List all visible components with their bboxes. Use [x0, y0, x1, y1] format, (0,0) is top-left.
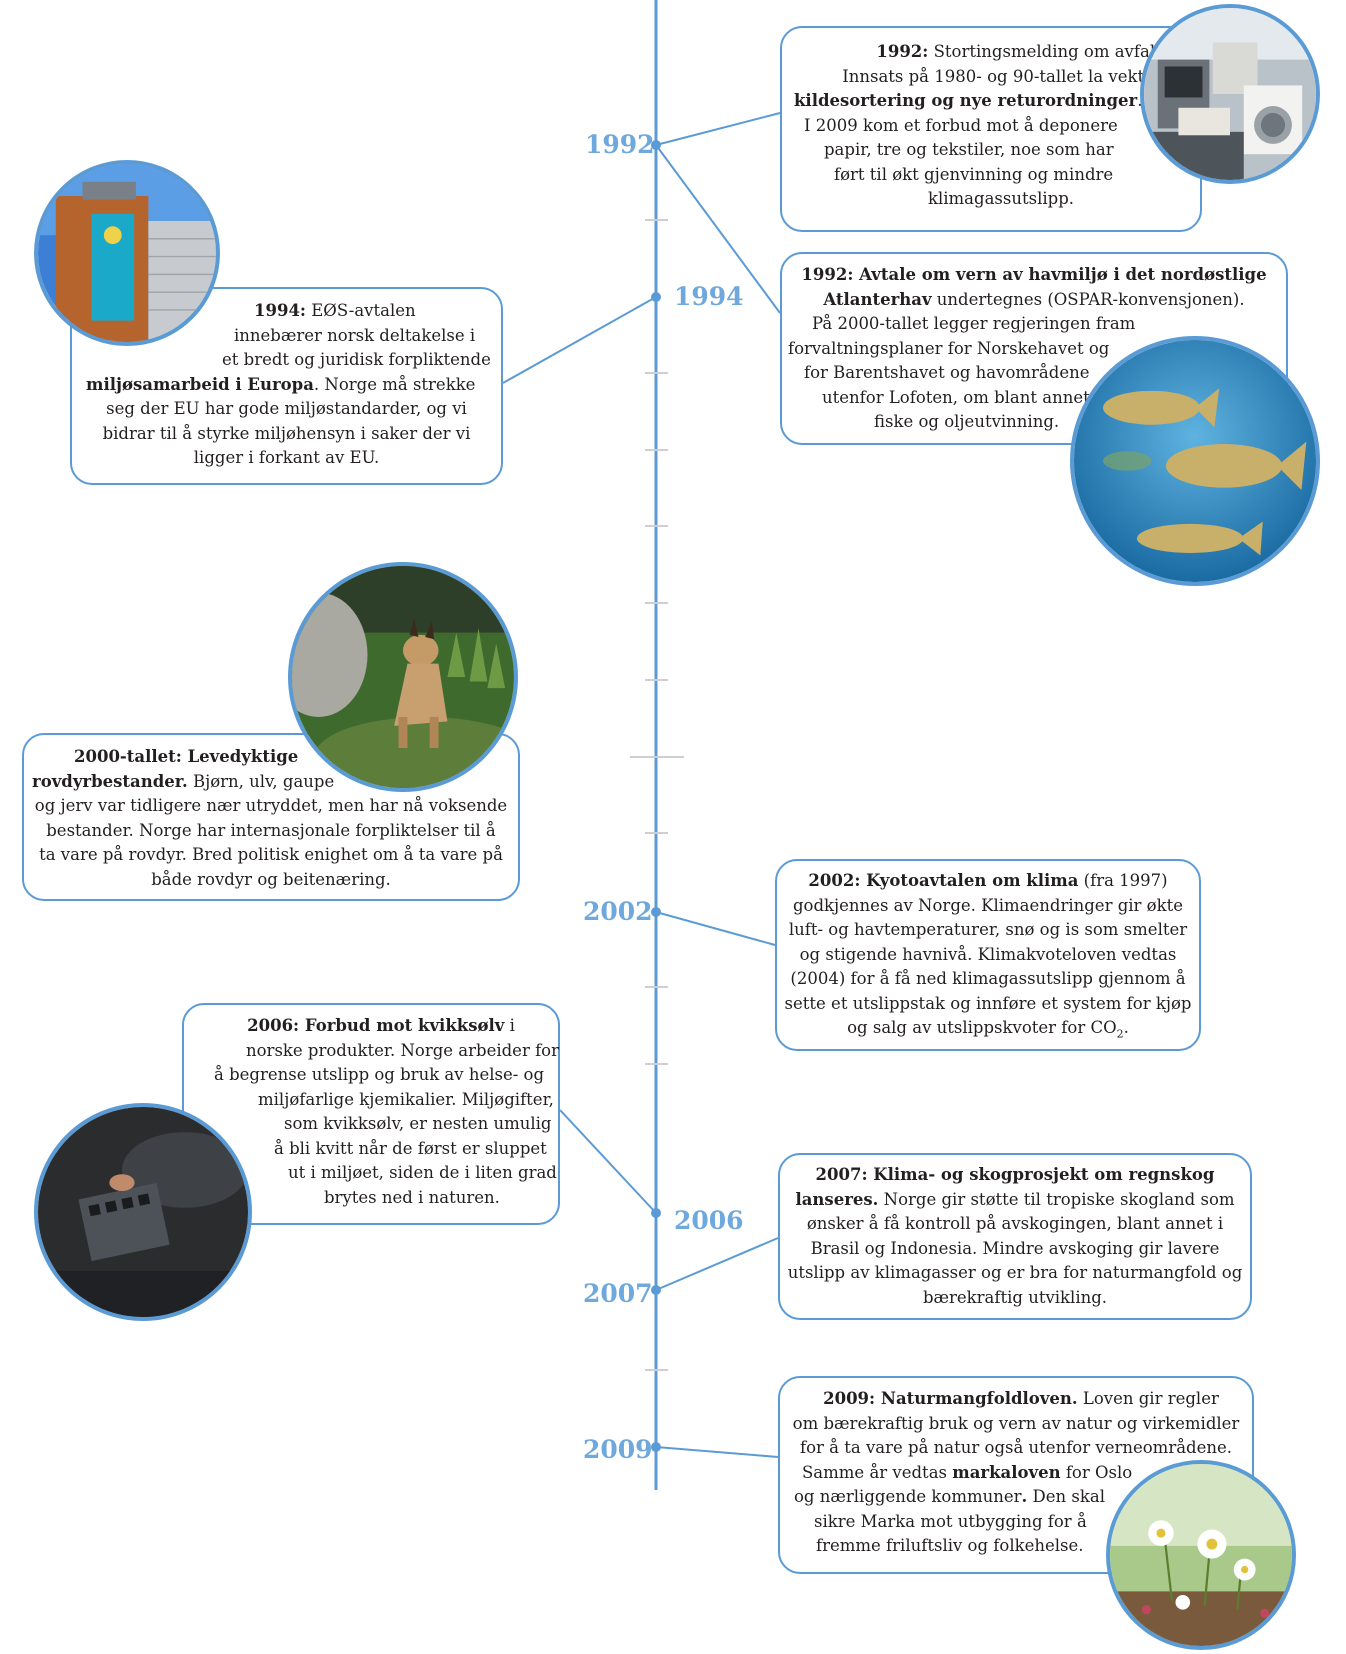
cod-fish-photo [1070, 336, 1320, 586]
dot-2006 [651, 1208, 661, 1218]
dot-2007 [651, 1285, 661, 1295]
year-label-2002: 2002 [583, 897, 653, 926]
entry-heading: 2009: Naturmangfoldloven. [823, 1389, 1078, 1408]
connector-lines [502, 112, 781, 1458]
dot-2002 [651, 907, 661, 917]
year-label-2009: 2009 [583, 1435, 653, 1464]
lynx-photo [288, 562, 518, 792]
dot-1992 [651, 140, 661, 150]
entry-heading: 1994: [254, 301, 307, 320]
entry-heading: 1992: Avtale om vern av havmiljø i det n… [801, 265, 1267, 284]
entry-2007-rainforest: 2007: Klima- og skogprosjekt om regnskog… [778, 1153, 1252, 1320]
year-label-2007: 2007 [583, 1279, 653, 1308]
timeline-dots [651, 140, 661, 1452]
year-label-2006: 2006 [674, 1206, 744, 1235]
minor-ticks [630, 219, 684, 1371]
entry-2002-kyoto: 2002: Kyotoavtalen om klima (fra 1997) g… [775, 859, 1201, 1051]
entry-heading: 2006: Forbud mot kvikksølv [247, 1016, 505, 1035]
entry-heading: 2000-tallet: Levedyktige [74, 747, 299, 766]
dot-2009 [651, 1442, 661, 1452]
year-label-1992: 1992 [585, 130, 655, 159]
entry-2000-predators: 2000-tallet: Levedyktige rovdyrbestander… [22, 733, 520, 901]
mountain-avens-photo [1106, 1460, 1296, 1650]
eu-building-photo [34, 160, 220, 346]
entry-heading: 2007: Klima- og skogprosjekt om regnskog [815, 1165, 1215, 1184]
batteries-photo [34, 1103, 252, 1321]
entry-1992-waste: 1992: Stortingsmelding om avfall. Innsat… [780, 26, 1202, 232]
entry-heading: 1992: [876, 42, 929, 61]
entry-heading: 2002: Kyotoavtalen om klima [808, 871, 1079, 890]
dot-1994 [651, 292, 661, 302]
waste-appliances-photo [1140, 4, 1320, 184]
year-label-1994: 1994 [674, 282, 744, 311]
